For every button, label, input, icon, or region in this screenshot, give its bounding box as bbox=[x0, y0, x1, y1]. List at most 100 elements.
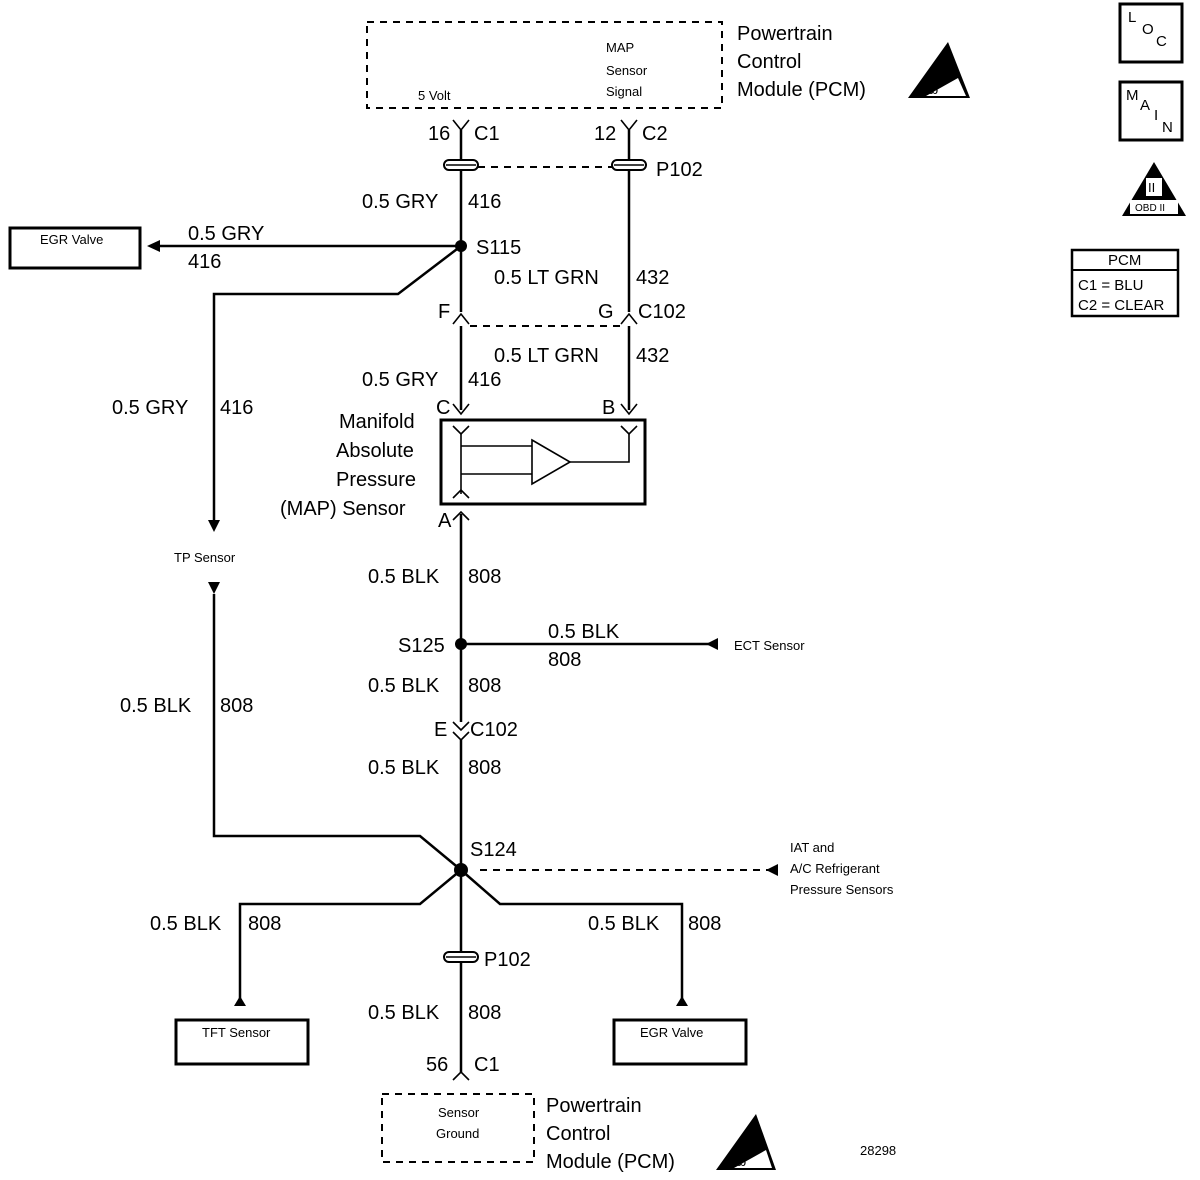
pcm-top-title-1: Powertrain bbox=[737, 23, 833, 45]
connector-c102-f bbox=[452, 312, 470, 325]
iat-label-3: Pressure Sensors bbox=[790, 882, 894, 897]
pcm-bottom-title-1: Powertrain bbox=[546, 1095, 642, 1117]
tft-sensor-box bbox=[174, 1018, 310, 1066]
egr-valve-right-label: EGR Valve bbox=[640, 1025, 703, 1040]
svg-text:I: I bbox=[1154, 107, 1158, 124]
splice-s115-label: S115 bbox=[476, 237, 521, 259]
circuit-num-6: 808 bbox=[468, 675, 501, 697]
map-label-1: Manifold bbox=[339, 411, 415, 433]
svg-text:O: O bbox=[1142, 21, 1154, 38]
map-label-3: Pressure bbox=[336, 469, 416, 491]
obd-ii-icon: II OBD II bbox=[1122, 162, 1186, 216]
tp-wire-gauge: 0.5 GRY bbox=[112, 397, 188, 419]
svg-text:C1 = BLU: C1 = BLU bbox=[1078, 277, 1143, 294]
tft-wire-num: 808 bbox=[248, 913, 281, 935]
p102-top-splice bbox=[443, 159, 647, 171]
egr2-wire-gauge: 0.5 BLK bbox=[588, 913, 660, 935]
svg-text:N: N bbox=[1162, 119, 1173, 136]
svg-text:A: A bbox=[1140, 97, 1150, 114]
wire-gauge-1: 0.5 GRY bbox=[362, 191, 438, 213]
connector-c102-e bbox=[452, 721, 470, 732]
egr-valve-left-label: EGR Valve bbox=[40, 232, 103, 247]
splice-s125-label: S125 bbox=[398, 635, 445, 657]
c102-top-label: C102 bbox=[638, 301, 686, 323]
svg-text:C2 = CLEAR: C2 = CLEAR bbox=[1078, 297, 1164, 314]
egr2-wire-num: 808 bbox=[688, 913, 721, 935]
pcm-bottom-title-2: Control bbox=[546, 1123, 610, 1145]
amplifier-icon bbox=[452, 425, 638, 499]
circuit-num-3: 432 bbox=[636, 345, 669, 367]
pcm-bottom-title-3: Module (PCM) bbox=[546, 1151, 675, 1173]
tft-sensor-label: TFT Sensor bbox=[202, 1025, 271, 1040]
map-label-2: Absolute bbox=[336, 440, 414, 462]
pin-12: 12 bbox=[594, 123, 616, 145]
svg-text:L: L bbox=[1128, 9, 1136, 26]
svg-text:ω: ω bbox=[736, 1154, 746, 1169]
connector-c1-top bbox=[452, 119, 470, 132]
connector-c2-top bbox=[620, 119, 638, 132]
map-label-4: (MAP) Sensor bbox=[280, 498, 406, 520]
egr-valve-right-box bbox=[612, 1018, 748, 1066]
circuit-num-5: 808 bbox=[468, 566, 501, 588]
svg-text:C: C bbox=[1156, 33, 1167, 50]
wire-gauge-4: 0.5 GRY bbox=[362, 369, 438, 391]
pcm-top-box bbox=[366, 21, 723, 109]
ect-wire-gauge: 0.5 BLK bbox=[548, 621, 620, 643]
connector-c1-bottom-label: C1 bbox=[474, 1054, 500, 1076]
connector-c1-label: C1 bbox=[474, 123, 500, 145]
circuit-num-7: 808 bbox=[468, 757, 501, 779]
pcm-top-title-2: Control bbox=[737, 51, 801, 73]
c102-bottom-label: C102 bbox=[470, 719, 518, 741]
loc-icon: L O C bbox=[1118, 2, 1184, 64]
tft-wire-gauge: 0.5 BLK bbox=[150, 913, 222, 935]
main-icon: M A I N bbox=[1118, 80, 1184, 142]
wire-gauge-7: 0.5 BLK bbox=[368, 757, 440, 779]
pin-c: C bbox=[436, 397, 450, 419]
iat-label-1: IAT and bbox=[790, 840, 834, 855]
connector-c1-bottom bbox=[452, 1070, 470, 1081]
tp-sensor-label: TP Sensor bbox=[174, 550, 236, 565]
pcm-top-map-label-1: MAP bbox=[606, 40, 634, 55]
pin-16: 16 bbox=[428, 123, 450, 145]
pcm-connector-legend: PCM C1 = BLU C2 = CLEAR bbox=[1070, 248, 1180, 318]
circuit-num-8: 808 bbox=[468, 1002, 501, 1024]
splice-s124-label: S124 bbox=[470, 839, 517, 861]
ect-sensor-label: ECT Sensor bbox=[734, 638, 805, 653]
wire-gauge-5: 0.5 BLK bbox=[368, 566, 440, 588]
iat-label-2: A/C Refrigerant bbox=[790, 861, 880, 876]
pcm-bottom-box bbox=[381, 1093, 535, 1163]
svg-text:M: M bbox=[1126, 87, 1139, 104]
p102-bottom-splice bbox=[443, 951, 479, 963]
circuit-num-4: 416 bbox=[468, 369, 501, 391]
circuit-num-2: 432 bbox=[636, 267, 669, 289]
connector-c2-label: C2 bbox=[642, 123, 668, 145]
wire-gauge-3: 0.5 LT GRN bbox=[494, 345, 599, 367]
svg-text:PCM: PCM bbox=[1108, 252, 1141, 269]
sensor-ground-label-1: Sensor bbox=[438, 1105, 480, 1120]
esd-icon-top: ω bbox=[908, 42, 970, 98]
svg-text:OBD II: OBD II bbox=[1135, 203, 1165, 214]
ect-wire-num: 808 bbox=[548, 649, 581, 671]
pin-f: F bbox=[438, 301, 450, 323]
tp-blk-num: 808 bbox=[220, 695, 253, 717]
wire-gauge-8: 0.5 BLK bbox=[368, 1002, 440, 1024]
figure-number: 28298 bbox=[860, 1143, 896, 1158]
p102-top-label: P102 bbox=[656, 159, 703, 181]
p102-bottom-label: P102 bbox=[484, 949, 531, 971]
pin-a: A bbox=[438, 510, 452, 532]
pcm-top-title-3: Module (PCM) bbox=[737, 79, 866, 101]
svg-text:ω: ω bbox=[928, 82, 938, 97]
svg-text:II: II bbox=[1148, 180, 1155, 195]
tp-wire-num: 416 bbox=[220, 397, 253, 419]
pcm-top-map-label-2: Sensor bbox=[606, 63, 648, 78]
circuit-num-1: 416 bbox=[468, 191, 501, 213]
egr-valve-left-box bbox=[8, 226, 142, 270]
connector-c102-g bbox=[620, 312, 638, 325]
pcm-top-map-label-3: Signal bbox=[606, 84, 642, 99]
egr-left-gauge: 0.5 GRY bbox=[188, 223, 264, 245]
pin-g: G bbox=[598, 301, 614, 323]
pin-e: E bbox=[434, 719, 447, 741]
esd-icon-bottom: ω bbox=[716, 1114, 776, 1170]
sensor-ground-label-2: Ground bbox=[436, 1126, 479, 1141]
